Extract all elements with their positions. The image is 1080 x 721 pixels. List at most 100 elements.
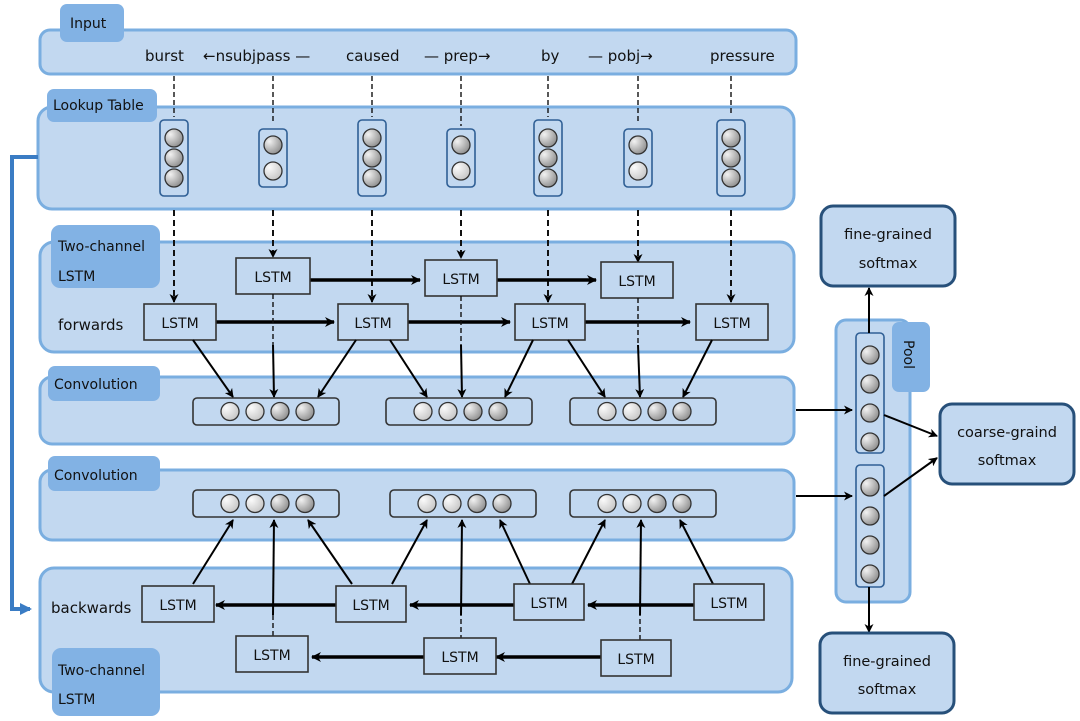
neuron (721, 168, 741, 188)
backward-to-conv-links (192, 519, 714, 640)
neuron (597, 493, 617, 514)
neuron (538, 148, 558, 168)
lookup-vectors (159, 119, 746, 197)
conv-top-tab: Convolution (48, 366, 160, 401)
neuron (362, 168, 382, 188)
fine-grained-softmax-top: fine-grained softmax (819, 204, 957, 288)
neuron (463, 401, 483, 422)
neuron (860, 535, 880, 555)
neuron (597, 401, 617, 422)
svg-text:softmax: softmax (978, 453, 1037, 469)
svg-text:LSTM: LSTM (442, 272, 479, 288)
conv-bottom-groups (192, 489, 717, 518)
lstm-cell: LSTM (513, 583, 585, 621)
svg-text:LSTM: LSTM (352, 598, 389, 614)
input-to-lookup-links (173, 76, 732, 126)
coarse-grained-softmax: coarse-graind softmax (938, 402, 1076, 486)
conv-feature-map (385, 397, 533, 426)
relation-nsubjpass: ←nsubjpass — (203, 47, 310, 65)
neuron (263, 161, 283, 181)
neuron (672, 493, 692, 514)
lstm-cell: LSTM (695, 303, 769, 341)
svg-text:coarse-graind: coarse-graind (957, 425, 1057, 441)
neuron (647, 401, 667, 422)
lstm-cell: LSTM (600, 639, 672, 677)
conv-bottom-label: Convolution (54, 468, 138, 484)
pool-tab: Pool (892, 322, 930, 392)
svg-text:fine-grained: fine-grained (843, 654, 931, 670)
backward-recurrent-links (215, 600, 694, 662)
neuron (438, 401, 458, 422)
neuron (413, 401, 433, 422)
svg-text:fine-grained: fine-grained (844, 227, 932, 243)
lstm-cell: LSTM (235, 257, 311, 295)
neuron (860, 564, 880, 584)
neuron (164, 148, 184, 168)
svg-text:softmax: softmax (859, 256, 918, 272)
neuron (245, 493, 265, 514)
lstm-cell: LSTM (693, 583, 765, 621)
conv-bottom-tab: Convolution (48, 456, 160, 491)
forward-to-conv-links (192, 294, 713, 398)
svg-text:LSTM: LSTM (531, 316, 568, 332)
neuron (164, 128, 184, 148)
neuron (860, 345, 880, 365)
svg-text:LSTM: LSTM (161, 316, 198, 332)
neuron (538, 168, 558, 188)
svg-text:LSTM: LSTM (159, 598, 196, 614)
lstm-cell: LSTM (235, 635, 309, 673)
svg-text:LSTM: LSTM (254, 270, 291, 286)
conv-top-label: Convolution (54, 377, 138, 393)
forward-lstm-tab: Two-channel LSTM (51, 225, 160, 288)
forwards-label: forwards (58, 316, 124, 334)
conv-feature-map (569, 397, 717, 426)
input-label: Input (70, 16, 107, 32)
neuron (362, 128, 382, 148)
neuron (860, 432, 880, 452)
token-burst: burst (145, 47, 184, 65)
relation-prep: — prep→ (424, 47, 490, 65)
backward-lstm-label-1: Two-channel (57, 663, 145, 679)
neuron (442, 493, 462, 514)
neuron (220, 493, 240, 514)
lstm-cell: LSTM (423, 637, 497, 675)
pool-vectors (855, 332, 885, 588)
neuron (245, 401, 265, 422)
embedding-vector (159, 119, 189, 197)
conv-top-groups (192, 397, 717, 426)
svg-text:LSTM: LSTM (617, 652, 654, 668)
neuron (622, 493, 642, 514)
neuron (647, 493, 667, 514)
svg-text:softmax: softmax (858, 682, 917, 698)
svg-text:LSTM: LSTM (530, 596, 567, 612)
lstm-cell: LSTM (514, 303, 586, 341)
token-pressure: pressure (710, 47, 775, 65)
pool-label: Pool (900, 340, 916, 369)
backward-lstm-tab: Two-channel LSTM (52, 648, 160, 716)
neuron (263, 135, 283, 155)
embedding-vector (446, 128, 476, 188)
neuron (270, 401, 290, 422)
neuron (860, 374, 880, 394)
lstm-cell: LSTM (143, 303, 217, 341)
svg-text:LSTM: LSTM (441, 650, 478, 666)
embedding-vector (258, 128, 288, 188)
relation-pobj: — pobj→ (588, 47, 653, 65)
svg-text:LSTM: LSTM (710, 596, 747, 612)
forward-lstm-label-2: LSTM (58, 269, 95, 285)
conv-feature-map (192, 397, 340, 426)
neuron (488, 401, 508, 422)
backward-lstm-cells: LSTM LSTM LSTM LSTM LSTM LSTM LSTM (141, 583, 765, 677)
neuron (860, 477, 880, 497)
neuron (492, 493, 512, 514)
neuron (362, 148, 382, 168)
pool-top-to-coarse-arrow (883, 414, 938, 438)
input-panel (38, 28, 798, 76)
neuron (860, 506, 880, 526)
lookup-to-backward-arrow (10, 155, 38, 615)
lookup-panel (36, 105, 796, 211)
lstm-cell: LSTM (141, 585, 215, 623)
svg-text:LSTM: LSTM (713, 316, 750, 332)
input-tab: Input (60, 4, 124, 42)
